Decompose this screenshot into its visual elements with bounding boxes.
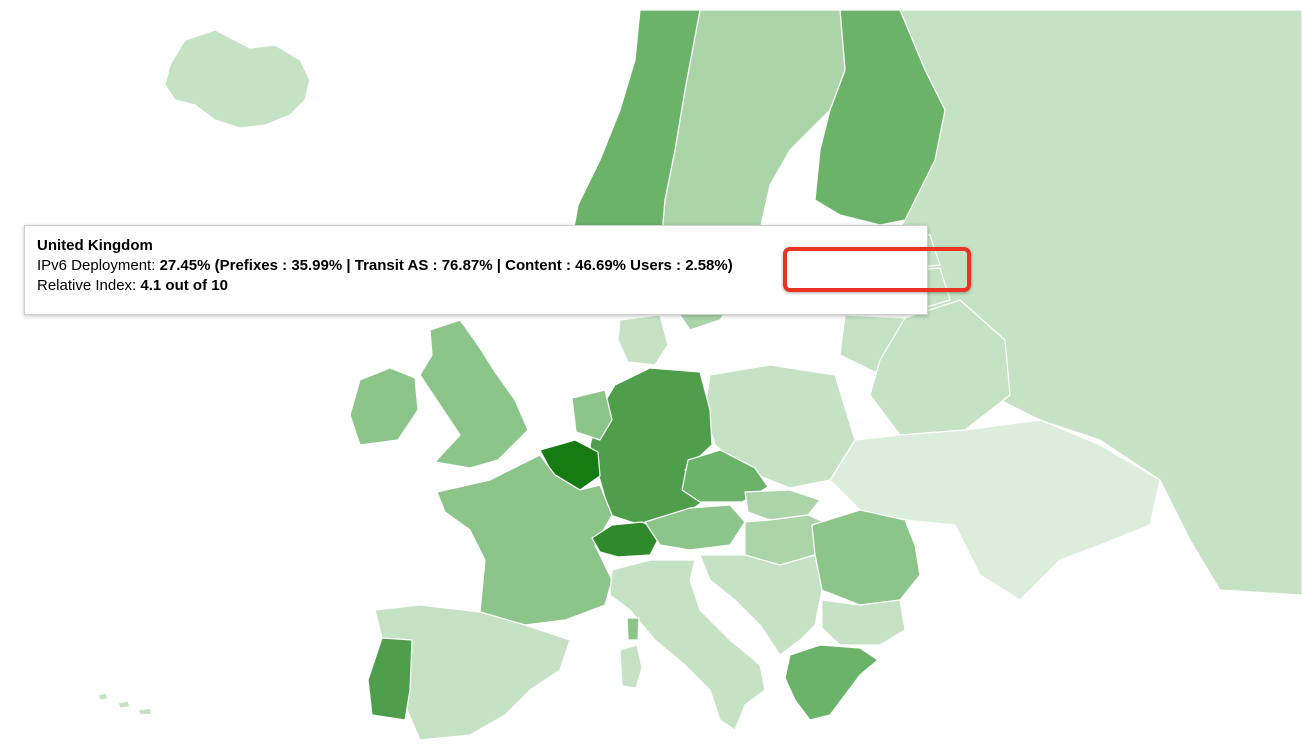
index-value: 4.1 out of 10 <box>140 277 228 294</box>
deployment-label: IPv6 Deployment: <box>37 257 156 274</box>
transit-label: | Transit AS : <box>346 257 438 274</box>
region-corsica[interactable] <box>626 617 640 641</box>
country-tooltip: United Kingdom IPv6 Deployment: 27.45% (… <box>24 225 928 315</box>
region-united-kingdom[interactable] <box>419 319 529 469</box>
region-austria[interactable] <box>644 504 746 551</box>
region-balkans[interactable] <box>699 554 823 656</box>
content-value: 46.69% <box>575 257 626 274</box>
index-label: Relative Index: <box>37 277 137 294</box>
region-portugal[interactable] <box>367 637 413 721</box>
prefixes-label: (Prefixes : <box>214 257 288 274</box>
users-label: Users : <box>630 257 682 274</box>
transit-value: 76.87% <box>441 257 493 274</box>
tooltip-deployment-line: IPv6 Deployment: 27.45% (Prefixes : 35.9… <box>37 256 915 276</box>
region-ireland[interactable] <box>349 367 419 446</box>
region-bulgaria[interactable] <box>821 599 906 646</box>
tooltip-index-line: Relative Index: 4.1 out of 10 <box>37 276 915 296</box>
region-germany[interactable] <box>589 367 713 526</box>
deployment-value: 27.45% <box>159 257 211 274</box>
region-sardinia[interactable] <box>619 644 643 689</box>
region-greece[interactable] <box>784 644 879 721</box>
region-switzerland[interactable] <box>591 521 663 558</box>
region-italy[interactable] <box>609 559 766 731</box>
region-iceland[interactable] <box>164 29 311 129</box>
tooltip-country-name: United Kingdom <box>37 237 153 254</box>
users-value: 2.58%) <box>685 257 733 274</box>
prefixes-value: 35.99% <box>291 257 343 274</box>
region-romania[interactable] <box>811 509 921 606</box>
region-denmark[interactable] <box>617 314 669 366</box>
region-island <box>137 707 153 716</box>
content-label: | Content : <box>496 257 571 274</box>
region-netherlands[interactable] <box>571 389 613 441</box>
region-island <box>97 692 109 701</box>
region-island <box>117 700 131 709</box>
users-highlight-box <box>783 247 971 292</box>
